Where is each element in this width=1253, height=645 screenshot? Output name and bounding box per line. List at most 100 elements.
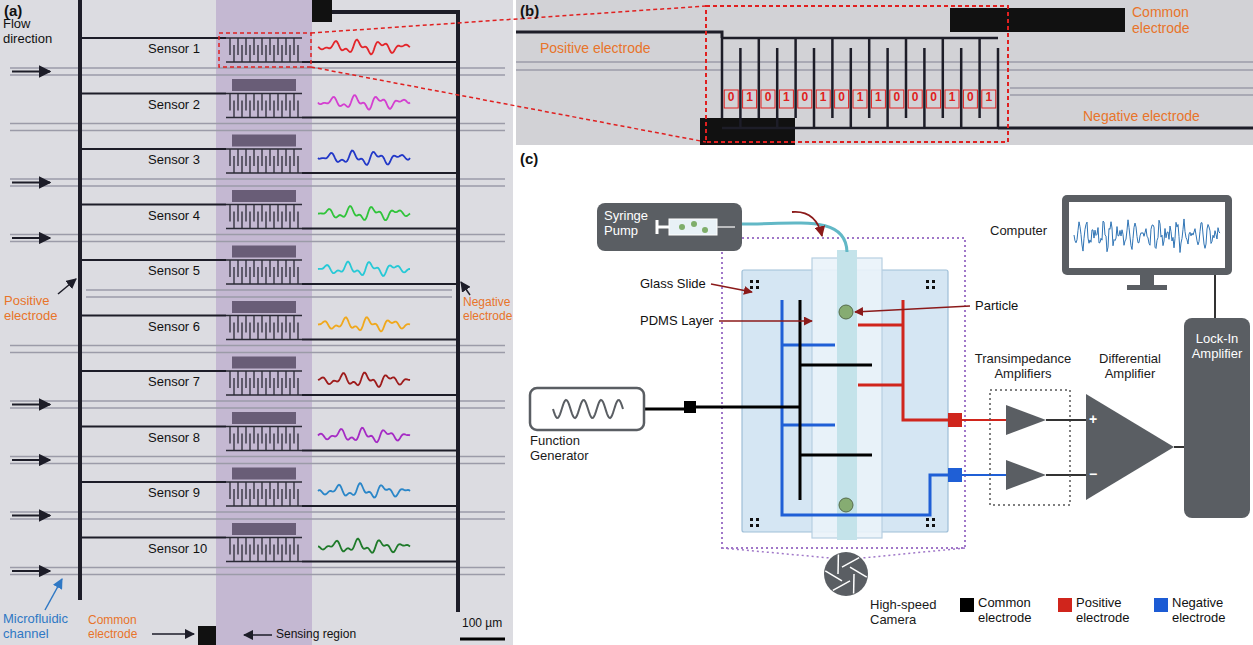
signal-connector bbox=[1078, 419, 1082, 421]
label-anchor: 1 bbox=[816, 91, 830, 105]
label-anchor: Flow direction bbox=[3, 17, 63, 47]
channel-wall bbox=[10, 400, 505, 401]
label-anchor: 0 bbox=[890, 91, 904, 105]
shutter-blade bbox=[833, 581, 850, 590]
channel-wall bbox=[1010, 94, 1253, 95]
common-electrode-segment bbox=[232, 301, 296, 313]
impedance-waveform bbox=[318, 317, 410, 331]
label-anchor: Sensing region bbox=[276, 628, 356, 642]
channel-wall bbox=[1010, 87, 1253, 88]
amplifier-triangle bbox=[1006, 405, 1046, 435]
negative-trace bbox=[302, 505, 458, 507]
part-label: Particle bbox=[975, 299, 1018, 314]
monitor-screen bbox=[1069, 202, 1225, 268]
flow-arrow bbox=[12, 570, 50, 572]
flow-arrow bbox=[12, 459, 50, 461]
positive-trace bbox=[516, 32, 722, 38]
alignment-mark bbox=[932, 524, 935, 527]
label-anchor: 0 bbox=[927, 91, 941, 105]
panel-label: (b) bbox=[520, 2, 539, 19]
positive-trace bbox=[80, 37, 226, 39]
interdigitated-electrode bbox=[226, 149, 302, 173]
code-digit-box bbox=[945, 90, 959, 108]
alignment-mark bbox=[756, 518, 759, 521]
shutter-blade bbox=[853, 574, 855, 594]
alignment-mark bbox=[750, 286, 753, 289]
impedance-waveform bbox=[318, 262, 410, 276]
alignment-mark bbox=[756, 524, 759, 527]
label-anchor: Sensor 8 bbox=[148, 431, 200, 446]
label-anchor: Glass Slide bbox=[640, 277, 706, 292]
leader-arrow bbox=[244, 634, 272, 636]
particle bbox=[839, 305, 853, 319]
alignment-mark bbox=[756, 286, 759, 289]
node-label: Function Generator bbox=[530, 434, 610, 464]
shutter-blade bbox=[842, 558, 859, 567]
channel-wall bbox=[86, 289, 452, 290]
flow-arrow bbox=[792, 212, 822, 236]
leader-arrow bbox=[45, 579, 62, 610]
node-label: High-speed Camera bbox=[870, 598, 954, 628]
channel-wall bbox=[516, 69, 1253, 70]
code-digit: 0 bbox=[908, 91, 922, 105]
legend-swatch bbox=[1058, 598, 1072, 612]
node-label: Syringe Pump bbox=[604, 209, 656, 239]
interdigitated-electrode bbox=[226, 260, 302, 284]
micrograph-ground bbox=[516, 0, 1253, 145]
label-anchor: 0 bbox=[724, 91, 738, 105]
negative-trace bbox=[302, 561, 458, 563]
alignment-mark bbox=[932, 286, 935, 289]
code-digit-box bbox=[779, 90, 793, 108]
positive-trace bbox=[80, 481, 226, 483]
code-digit-box bbox=[890, 90, 904, 108]
flow-arrow bbox=[12, 404, 50, 406]
leader-line bbox=[711, 284, 752, 292]
computer-monitor: Computer bbox=[990, 192, 1240, 292]
channel-wall bbox=[10, 518, 505, 519]
label-anchor: Common electrode bbox=[1132, 4, 1212, 36]
channel-wall bbox=[10, 130, 505, 131]
common-pad bbox=[312, 0, 332, 22]
impedance-waveform bbox=[318, 95, 410, 110]
region-label: Sensing region bbox=[276, 628, 356, 642]
code-digit-box bbox=[908, 90, 922, 108]
channel-wall bbox=[10, 345, 505, 346]
channel-wall bbox=[10, 185, 505, 186]
channel-wall bbox=[516, 61, 1253, 62]
code-digit-box bbox=[982, 90, 996, 108]
label-anchor: Sensor 2 bbox=[148, 98, 200, 113]
node-label: Transimpedance Amplifiers bbox=[968, 352, 1078, 382]
negative-wire bbox=[782, 300, 948, 515]
code-digit-box bbox=[871, 90, 885, 108]
label-anchor: Sensor 6 bbox=[148, 320, 200, 335]
leader-line bbox=[855, 306, 970, 312]
label-anchor: 0 bbox=[835, 91, 849, 105]
code-digit: 0 bbox=[798, 91, 812, 105]
code-digit: 1 bbox=[816, 91, 830, 105]
code-digit: 0 bbox=[724, 91, 738, 105]
alignment-mark bbox=[750, 524, 753, 527]
impedance-waveform bbox=[318, 151, 410, 165]
alignment-mark bbox=[932, 280, 935, 283]
common-electrode-segment bbox=[232, 412, 296, 424]
generator-box: Function Generator bbox=[528, 386, 648, 476]
negative-trace bbox=[302, 117, 458, 119]
common-electrode-segment bbox=[232, 246, 296, 258]
monitor-base bbox=[1127, 285, 1167, 290]
part-label: PDMS Layer bbox=[640, 314, 714, 329]
channel-wall bbox=[10, 567, 505, 568]
positive-trace bbox=[80, 370, 226, 372]
label-anchor: 1 bbox=[945, 91, 959, 105]
code-digit: 1 bbox=[945, 91, 959, 105]
code-digit: 0 bbox=[927, 91, 941, 105]
flow-arrow bbox=[12, 182, 50, 184]
label-anchor: Sensor 5 bbox=[148, 264, 200, 279]
syringe-plunger bbox=[657, 220, 669, 234]
code-digit-box bbox=[761, 90, 775, 108]
chip-outline bbox=[722, 238, 965, 548]
channel-label: Microfluidic channel bbox=[3, 612, 83, 642]
channel-wall bbox=[10, 352, 505, 353]
legend-entry: Common electrode bbox=[960, 596, 1032, 626]
amplifier-triangle bbox=[1086, 394, 1174, 500]
label-anchor: Positive electrode bbox=[4, 294, 72, 324]
